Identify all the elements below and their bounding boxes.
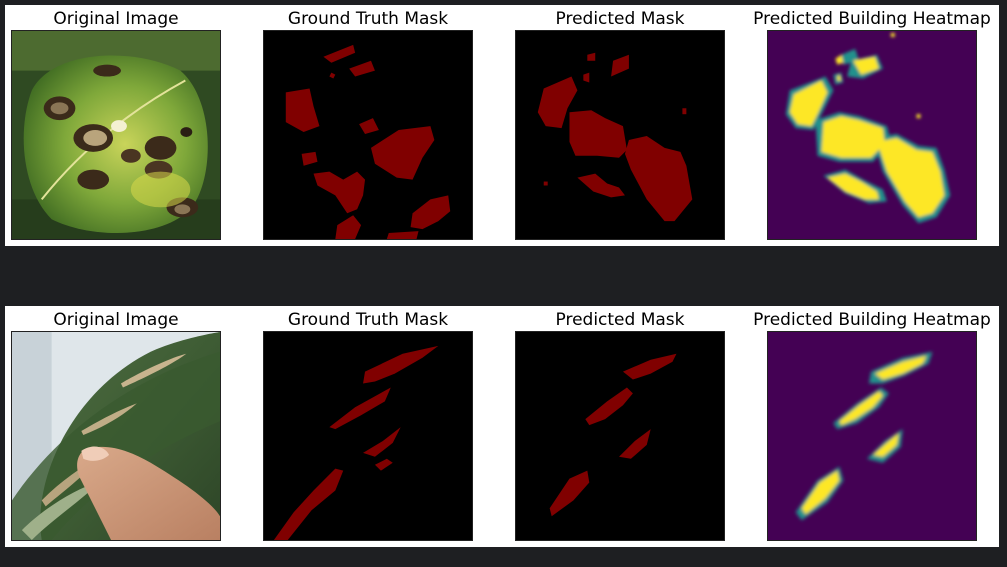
panel-title-predicted-mask: Predicted Mask	[555, 9, 685, 29]
panel-title-ground-truth: Ground Truth Mask	[287, 9, 449, 29]
ground-truth-mask	[263, 30, 473, 240]
panel-title-original: Original Image	[53, 9, 179, 29]
original-image	[11, 331, 221, 541]
predicted-mask	[515, 30, 725, 240]
panel-title-heatmap: Predicted Building Heatmap	[753, 310, 991, 330]
panel-title-heatmap: Predicted Building Heatmap	[753, 9, 991, 29]
result-figure-2: Original Image Ground Truth Mask Predict…	[5, 306, 999, 547]
panel-title-ground-truth: Ground Truth Mask	[287, 310, 449, 330]
predicted-heatmap	[767, 30, 977, 240]
original-image	[11, 30, 221, 240]
predicted-heatmap	[767, 331, 977, 541]
ground-truth-mask	[263, 331, 473, 541]
result-figure-1: Original Image Ground Truth Mask Predict…	[5, 5, 999, 246]
panel-title-original: Original Image	[53, 310, 179, 330]
panel-title-predicted-mask: Predicted Mask	[555, 310, 685, 330]
predicted-mask	[515, 331, 725, 541]
